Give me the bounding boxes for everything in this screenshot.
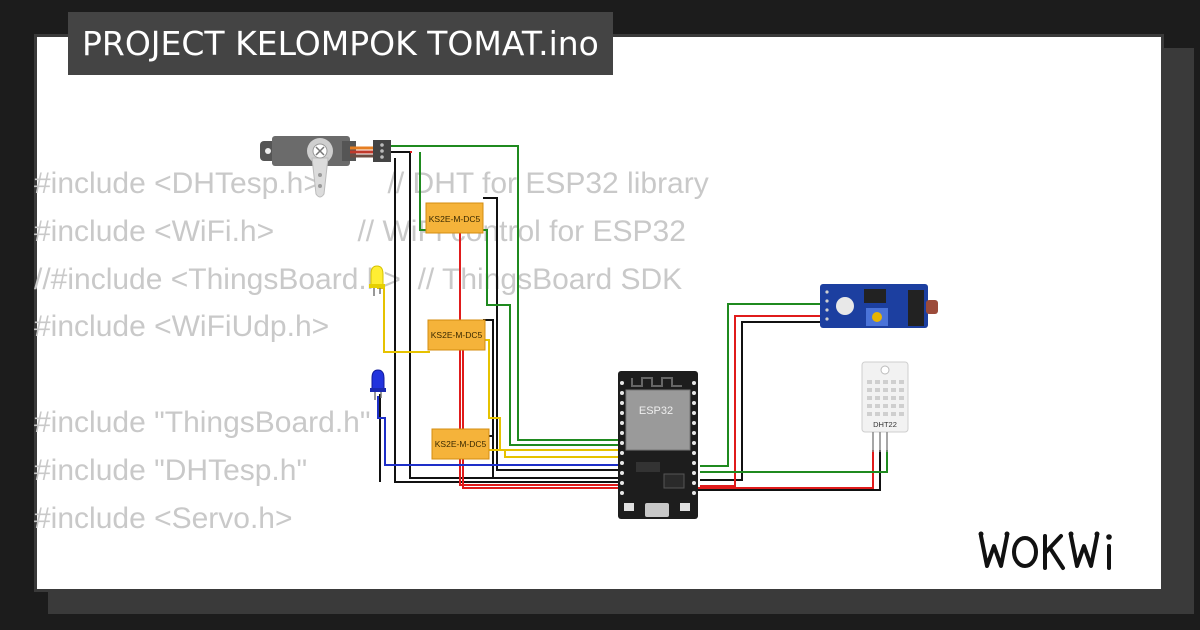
blue-led[interactable]	[370, 369, 386, 400]
code-line: //#include <ThingsBoard.h> // ThingsBoar…	[34, 262, 683, 296]
wire-black	[483, 197, 625, 471]
esp32-label: ESP32	[639, 405, 673, 417]
code-line: #include "DHTesp.h"	[34, 453, 308, 487]
relay-label: KS2E-M-DC5	[435, 439, 487, 449]
wire-green	[700, 303, 822, 467]
project-title: PROJECT KELOMPOK TOMAT.ino	[82, 24, 599, 63]
relay-2[interactable]: KS2E-M-DC5	[427, 319, 486, 351]
wire-red	[700, 315, 822, 487]
wire-black	[394, 158, 625, 483]
wire-red	[459, 230, 625, 486]
wire-yellow	[483, 339, 625, 451]
wire-yellow	[377, 287, 430, 353]
relay-label: KS2E-M-DC5	[431, 330, 483, 340]
dht22-label: DHT22	[873, 420, 897, 429]
wire-green	[483, 229, 625, 446]
relay-3[interactable]: KS2E-M-DC5	[431, 428, 490, 460]
code-line: #include <Servo.h>	[34, 501, 293, 535]
code-line: #include <DHTesp.h> // DHT for ESP32 lib…	[34, 167, 709, 200]
wire-blue	[377, 396, 625, 466]
project-title-banner: PROJECT KELOMPOK TOMAT.ino	[68, 12, 613, 75]
code-line: #include <WiFiUdp.h>	[34, 310, 330, 344]
wokwi-logo	[975, 528, 1147, 578]
wire-green	[700, 450, 888, 473]
dht22-sensor[interactable]: DHT22	[861, 361, 909, 452]
relay-1[interactable]: KS2E-M-DC5	[425, 202, 484, 234]
photoresistor-sensor[interactable]	[820, 284, 938, 328]
wire-black	[483, 319, 494, 478]
wire-black	[700, 321, 822, 481]
preview-card	[34, 34, 1164, 592]
esp32-board[interactable]: ESP32	[618, 371, 698, 519]
code-line: #include "ThingsBoard.h"	[34, 405, 371, 439]
wokwi-logo-mark	[978, 531, 1112, 570]
yellow-led[interactable]	[369, 265, 385, 296]
wire-green	[390, 145, 625, 441]
servo-motor[interactable]	[260, 136, 391, 198]
wire-black	[390, 151, 625, 479]
wire-yellow	[483, 449, 625, 458]
relay-label: KS2E-M-DC5	[429, 214, 481, 224]
wire-black	[625, 450, 881, 491]
